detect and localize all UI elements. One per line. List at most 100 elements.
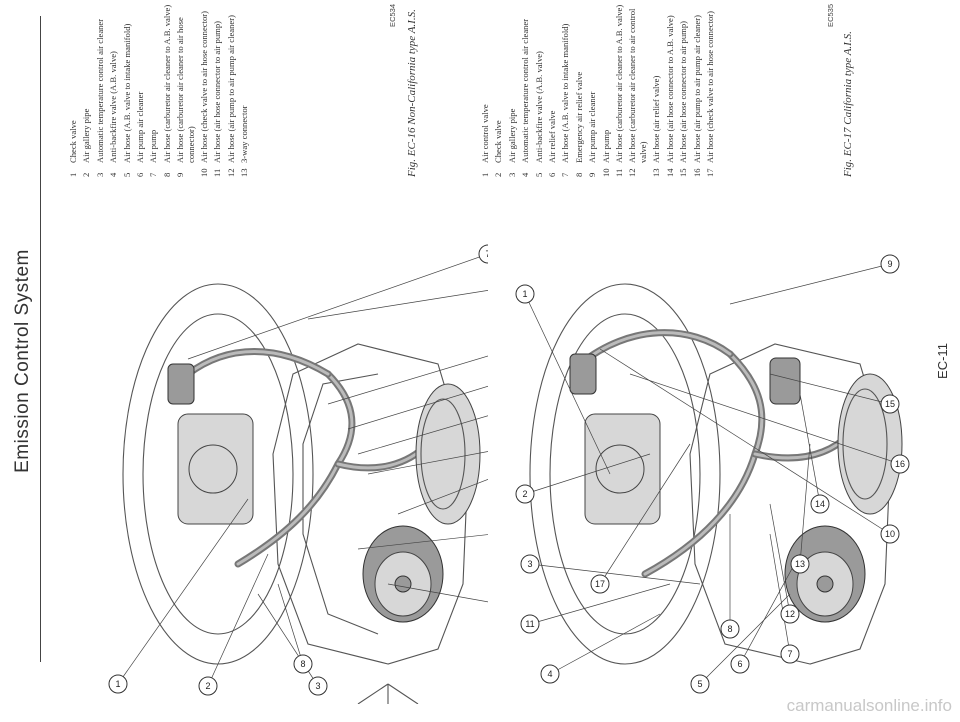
callout-circle xyxy=(520,554,540,574)
legend-text: Check valve xyxy=(493,120,504,163)
legend-number: 9 xyxy=(587,172,598,177)
legend-number: 3 xyxy=(506,172,517,177)
callout-marker: 3 xyxy=(308,676,328,696)
callout-leader xyxy=(327,343,488,405)
legend-number: 10 xyxy=(199,168,210,177)
legend-number: 11 xyxy=(614,168,625,177)
callout-leader xyxy=(549,613,661,675)
carburetor-throat xyxy=(188,444,238,494)
callout-leader xyxy=(397,463,488,515)
air-hose-highlight-b xyxy=(186,350,330,376)
callout-label: 13 xyxy=(795,559,805,569)
callout-label: 12 xyxy=(785,609,795,619)
callout-circle xyxy=(478,244,488,264)
callout-leader xyxy=(207,553,269,687)
callout-circle xyxy=(890,454,910,474)
callout-label: 7 xyxy=(485,249,488,259)
legend-number: 7 xyxy=(148,172,159,177)
legend-text: Air relief valve xyxy=(547,110,558,164)
figure-caption-ec16: Fig. EC-16 Non-California type A.I.S. xyxy=(406,9,418,177)
legend-text: Air hose (air pump to air pump air clean… xyxy=(691,15,702,163)
callout-leader xyxy=(729,263,891,305)
air-pump-hub xyxy=(394,575,412,593)
callout-marker: 2 xyxy=(515,484,535,504)
legend-number: 16 xyxy=(691,168,702,177)
legend-text: Air hose (carburetor air cleaner to air … xyxy=(175,17,196,163)
figure-caption-ec17: Fig. EC-17 California type A.I.S. xyxy=(842,31,854,177)
legend-text: Air control valve xyxy=(480,104,490,163)
legend-item: 4 Automatic temperature control air clean… xyxy=(520,2,530,177)
legend-text: Air pump xyxy=(148,129,159,163)
callout-leader xyxy=(307,283,488,320)
legend-number: 2 xyxy=(493,172,504,177)
callout-leader xyxy=(799,393,821,505)
legend-text: Check valve xyxy=(68,120,78,163)
callout-marker: 8 xyxy=(293,654,313,674)
legend-text: Automatic temperature control air cleane… xyxy=(520,18,531,163)
callout-marker: 11 xyxy=(520,614,540,634)
callout-circle xyxy=(730,654,750,674)
callout-label: 14 xyxy=(815,499,825,509)
callout-label: 1 xyxy=(115,679,120,689)
legend-text: Air hose (air hose connector to air pump… xyxy=(678,21,689,163)
pump-air-cleaner-top xyxy=(420,398,466,510)
engine-block-outline-2 xyxy=(689,343,891,665)
callout-circle xyxy=(515,484,535,504)
callout-marker: 12 xyxy=(780,604,800,624)
callout-circle xyxy=(515,284,535,304)
callout-leader xyxy=(599,443,691,585)
legend-text: Air hose (carburetor air cleaner to A.B.… xyxy=(614,4,625,163)
callout-marker: 17 xyxy=(590,574,610,594)
callout-leader xyxy=(739,553,801,665)
carb-air-cleaner-outline-2 xyxy=(529,283,721,665)
callout-circle xyxy=(780,604,800,624)
callout-label: 3 xyxy=(527,559,532,569)
legend-number: 8 xyxy=(161,172,172,177)
legend-text: Air pump air cleaner xyxy=(587,91,598,163)
legend-number: 17 xyxy=(704,168,715,177)
legend-item: 8 Air hose (carburetor air cleaner to A.B… xyxy=(162,2,172,177)
callout-circle xyxy=(780,644,800,664)
legend-text: Air gallery pipe xyxy=(81,108,92,163)
emergency-relief-valve-body xyxy=(769,357,801,405)
legend-text: Air pump air cleaner xyxy=(135,91,146,163)
title-rule xyxy=(40,16,41,662)
figure-code-ec16: EC534 xyxy=(388,4,397,27)
callout-circle xyxy=(880,394,900,414)
callout-label: 6 xyxy=(737,659,742,669)
carburetor-throat-2 xyxy=(595,444,645,494)
callout-leader xyxy=(529,563,701,585)
callout-label: 5 xyxy=(697,679,702,689)
callout-leader xyxy=(357,403,488,455)
pump-air-cleaner-top-2 xyxy=(842,388,888,500)
callout-circle xyxy=(720,619,740,639)
callout-leader xyxy=(387,583,488,610)
air-hose-highlight-d xyxy=(643,352,764,576)
carb-air-cleaner-inner-2 xyxy=(549,313,701,635)
callout-label: 4 xyxy=(547,669,552,679)
legend-text: Air hose (carburetor air cleaner to A.B.… xyxy=(161,4,172,163)
figure-code-ec17: EC535 xyxy=(826,4,835,27)
callout-circle xyxy=(520,614,540,634)
callout-leader xyxy=(769,533,791,655)
callout-circle xyxy=(293,654,313,674)
legend-number: 4 xyxy=(520,172,531,177)
callout-leader xyxy=(769,373,891,405)
callout-leader xyxy=(357,528,488,550)
